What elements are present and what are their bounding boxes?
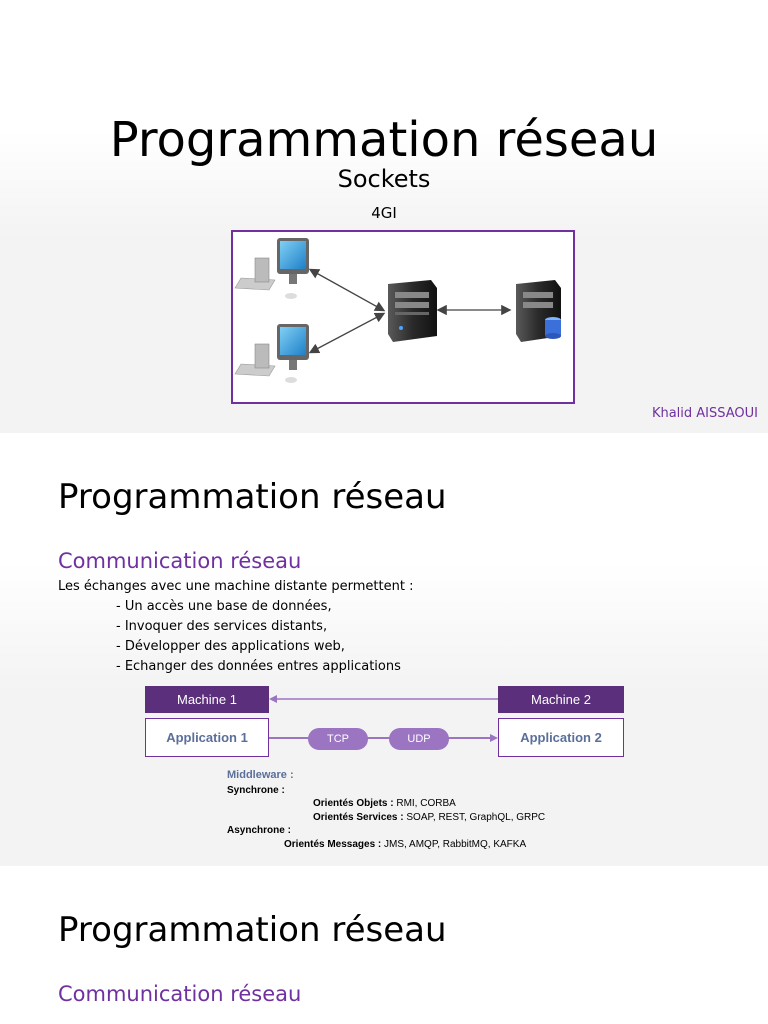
machine-2-box: Machine 2 [498, 686, 624, 713]
intro-text: Les échanges avec une machine distante p… [58, 579, 414, 594]
slide-title: Programmation réseau [58, 477, 447, 517]
network-illustration [231, 230, 575, 404]
bullet-item: - Invoquer des services distants, [116, 619, 328, 634]
slide-2: Programmation réseau Communication résea… [0, 433, 768, 866]
course-label: 4GI [371, 204, 397, 222]
slide-1: Programmation réseau Sockets 4GI [0, 0, 768, 433]
machine-1-box: Machine 1 [145, 686, 269, 713]
server-icon [388, 280, 437, 342]
database-server-icon [516, 280, 561, 342]
bullet-item: - Développer des applications web, [116, 639, 345, 654]
application-2-box: Application 2 [498, 718, 624, 757]
bullet-item: - Un accès une base de données, [116, 599, 332, 614]
slide-title: Programmation réseau [109, 112, 659, 168]
udp-pill: UDP [389, 728, 449, 750]
services-line: Orientés Services : SOAP, REST, GraphQL,… [313, 812, 546, 823]
slide-3: Programmation réseau Communication résea… [0, 866, 768, 1024]
async-label: Asynchrone : [227, 825, 291, 836]
client-server-diagram [234, 238, 561, 383]
connection-arrows [269, 695, 498, 742]
slide-subtitle: Sockets [337, 165, 431, 193]
section-heading: Communication réseau [58, 982, 302, 1006]
objects-line: Orientés Objets : RMI, CORBA [313, 798, 456, 809]
computer-icon [234, 238, 309, 299]
section-heading: Communication réseau [58, 549, 302, 573]
author-name: Khalid AISSAOUI [651, 406, 758, 421]
messages-line: Orientés Messages : JMS, AMQP, RabbitMQ,… [284, 839, 527, 850]
middleware-label: Middleware : [227, 769, 294, 781]
sync-label: Synchrone : [227, 785, 285, 796]
slide-title: Programmation réseau [58, 910, 447, 950]
application-1-box: Application 1 [145, 718, 269, 757]
computer-icon [234, 324, 309, 383]
bullet-item: - Echanger des données entres applicatio… [116, 659, 401, 674]
tcp-pill: TCP [308, 728, 368, 750]
